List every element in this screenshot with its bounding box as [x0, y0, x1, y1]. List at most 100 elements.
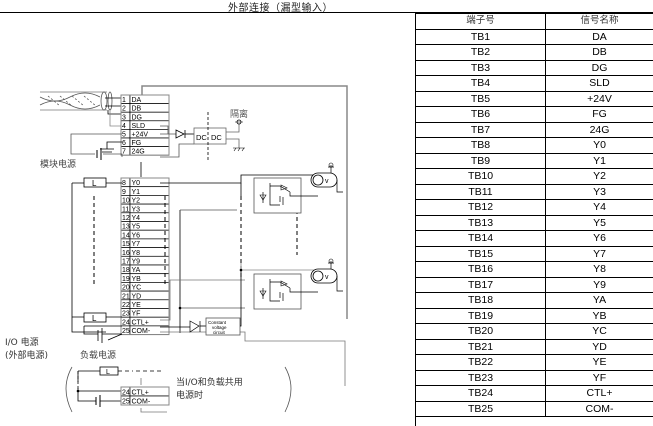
shared-note-line1: 当I/O和负载共用 — [176, 376, 243, 388]
terminal-signal: COM- — [132, 328, 151, 335]
terminal-signal: Y9 — [132, 259, 141, 266]
terminal-number: 9 — [122, 189, 126, 196]
dcdc-converter — [193, 127, 227, 145]
isolation-label: 隔离 — [230, 108, 248, 120]
terminal-number-cell: TB1 — [415, 28, 546, 45]
terminal-number-cell: TB24 — [415, 385, 546, 402]
terminal-number: 15 — [122, 241, 130, 248]
signal-name-cell: DG — [545, 59, 653, 76]
io-power-label-2: (外部电源) — [5, 349, 48, 361]
signal-name-cell: YC — [545, 323, 653, 340]
terminal-number: 10 — [122, 198, 130, 205]
terminal-signal: DG — [132, 114, 143, 121]
terminal-number-cell: TB11 — [415, 183, 546, 200]
signal-name-cell: DA — [545, 28, 653, 45]
load-yf-label: L — [92, 314, 97, 323]
terminal-number: 13 — [122, 224, 130, 231]
terminal-number-cell: TB9 — [415, 152, 546, 169]
terminal-number: 4 — [122, 123, 126, 130]
shared-note-line2: 电源时 — [176, 389, 203, 401]
wire-dcdc-out — [226, 124, 240, 148]
signal-name-cell: 24G — [545, 121, 653, 138]
signal-name-cell: Y2 — [545, 168, 653, 185]
signal-name-cell: +24V — [545, 90, 653, 107]
terminal-signal: YF — [132, 311, 141, 318]
table-row: TB5+24V — [415, 90, 653, 107]
terminal-signal: Y0 — [132, 180, 141, 187]
load-y0-label: L — [92, 179, 97, 188]
terminal-number-cell: TB21 — [415, 338, 546, 355]
signal-name-cell: Y4 — [545, 199, 653, 216]
signal-name-cell: CTL+ — [545, 385, 653, 402]
terminal-number-cell: TB18 — [415, 292, 546, 309]
terminal-signal: Y7 — [132, 241, 141, 248]
wire-24v — [160, 125, 176, 135]
load-yf — [83, 312, 107, 323]
terminal-signal: DB — [132, 106, 142, 113]
terminal-number-cell: TB4 — [415, 75, 546, 92]
terminal-number-cell: TB10 — [415, 168, 546, 185]
terminal-number: 25 — [122, 328, 130, 335]
terminal-number-cell: TB6 — [415, 106, 546, 123]
page-title: 外部连接（漏型输入） — [228, 3, 333, 14]
header-signal-name: 信号名称 — [545, 13, 653, 30]
signal-name-cell: Y3 — [545, 183, 653, 200]
fg-ground-icon — [100, 141, 122, 153]
terminal-number-cell: TB15 — [415, 245, 546, 262]
dcdc-left-label: DC — [196, 133, 207, 142]
terminal-row: 6 FG — [120, 137, 170, 147]
table-empty-area — [415, 411, 653, 426]
bracket-left — [65, 366, 73, 413]
terminal-number-cell: TB17 — [415, 276, 546, 293]
terminal-number: 17 — [122, 259, 130, 266]
terminal-number: 22 — [122, 302, 130, 309]
terminal-number: 8 — [122, 180, 126, 187]
wire-sld — [109, 110, 122, 127]
terminal-number-cell: TB2 — [415, 44, 546, 61]
signal-name-cell: YA — [545, 292, 653, 309]
terminal-number: 24 — [122, 390, 130, 397]
terminal-signal: Y4 — [132, 215, 141, 222]
terminal-number: 6 — [122, 140, 126, 147]
signal-name-cell: Y1 — [545, 152, 653, 169]
terminal-number-cell: TB25 — [415, 400, 546, 417]
io-power-label-1: I/O 电源 — [5, 336, 39, 348]
cv-label-1: Constant — [208, 320, 227, 325]
terminal-number-cell: TB13 — [415, 214, 546, 231]
signal-name-cell: YF — [545, 369, 653, 386]
diode-icon — [175, 129, 186, 139]
terminal-signal: Y6 — [132, 232, 141, 239]
wire-io-left-rail — [71, 183, 106, 333]
signal-name-cell: Y6 — [545, 230, 653, 247]
terminal-number: 11 — [122, 206, 129, 213]
terminal-number: 20 — [122, 285, 130, 292]
terminal-signal: FG — [132, 140, 142, 147]
module-outline — [141, 85, 348, 319]
load-power-label: 负载电源 — [80, 349, 116, 361]
terminal-signal: Y1 — [132, 189, 141, 196]
